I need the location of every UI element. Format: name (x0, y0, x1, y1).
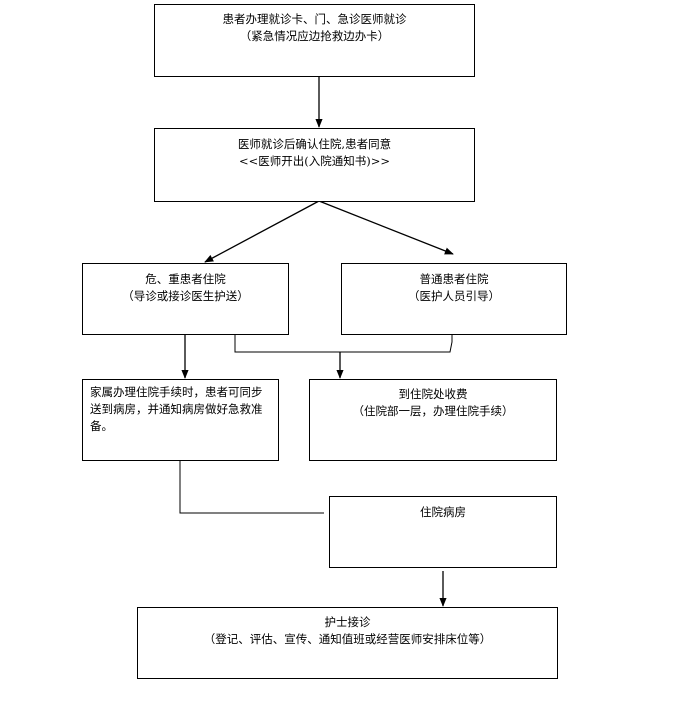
critical-patient-title: 危、重患者住院 (145, 272, 226, 286)
arrow-doctor-to-normal (318, 200, 454, 255)
family-procedure-line-3: 备。 (90, 419, 113, 433)
normal-patient-box: 普通患者住院 （医护人员引导） (341, 263, 567, 335)
family-procedure-box: 家属办理住院手续时，患者可同步 送到病房，并通知病房做好急救准 备。 (82, 379, 279, 461)
nurse-reception-box: 护士接诊 （登记、评估、宣传、通知值班或经营医师安排床位等） (137, 607, 558, 679)
family-procedure-line-2: 送到病房，并通知病房做好急救准 (90, 402, 263, 416)
registration-title: 患者办理就诊卡、门、急诊医师就诊 (222, 12, 407, 26)
nurse-reception-title: 护士接诊 (324, 615, 371, 629)
connector-critical-normal-merge (234, 334, 453, 353)
ward-title: 住院病房 (420, 505, 466, 519)
ward-box: 住院病房 (329, 496, 557, 568)
doctor-confirm-box: 医师就诊后确认住院,患者同意 <<医师开出(入院通知书)>> (154, 128, 475, 202)
doctor-confirm-note: <<医师开出(入院通知书)>> (238, 154, 390, 168)
critical-patient-box: 危、重患者住院 （导诊或接诊医生护送） (82, 263, 289, 335)
critical-patient-note: （导诊或接诊医生护送） (122, 289, 249, 303)
nurse-reception-note: （登记、评估、宣传、通知值班或经营医师安排床位等） (203, 632, 492, 646)
normal-patient-title: 普通患者住院 (419, 272, 489, 286)
normal-patient-note: （医护人员引导） (408, 289, 500, 303)
arrow-doctor-to-critical (204, 200, 320, 263)
registration-box: 患者办理就诊卡、门、急诊医师就诊 （紧急情况应边抢救边办卡） (154, 4, 475, 77)
registration-note: （紧急情况应边抢救边办卡） (239, 29, 390, 43)
doctor-confirm-title: 医师就诊后确认住院,患者同意 (237, 137, 392, 151)
admission-office-title: 到住院处收费 (398, 387, 468, 401)
connector-family-to-ward (179, 460, 324, 514)
family-procedure-line-1: 家属办理住院手续时，患者可同步 (90, 385, 263, 399)
admission-office-box: 到住院处收费 （住院部一层，办理住院手续） (309, 379, 557, 461)
admission-office-note: （住院部一层，办理住院手续） (352, 404, 514, 418)
